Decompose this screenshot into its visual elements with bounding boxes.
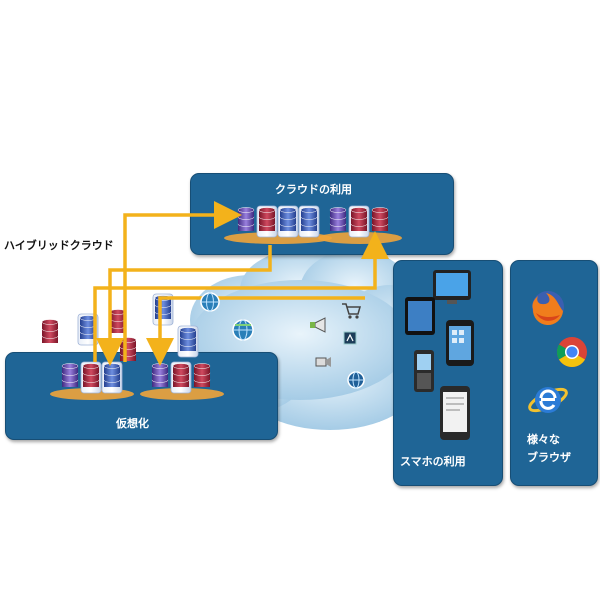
server-stack-icon (237, 207, 255, 231)
hybrid-cloud-label: ハイブリッドクラウド (4, 239, 114, 252)
globe-icon (232, 319, 254, 341)
internet-explorer-icon (528, 387, 568, 413)
video-camera-icon (315, 357, 331, 367)
chrome-icon (556, 337, 587, 368)
globe-icon (200, 292, 220, 312)
server-stack-icon (119, 337, 137, 361)
server-stack-icon (41, 319, 59, 343)
megaphone-icon (310, 317, 326, 333)
arrow-internet-in (146, 296, 365, 366)
server-stack-icon (256, 205, 278, 238)
server-stack-icon (329, 207, 347, 231)
arrow-hybrid-top (93, 231, 389, 362)
server-stack-icon (80, 361, 102, 394)
server-stack-icon (177, 325, 199, 358)
server-stack-icon (348, 205, 370, 238)
server-stack-icon (151, 363, 169, 387)
virtualization-panel: 仮想化 (5, 352, 278, 440)
document-icon (343, 331, 357, 345)
smartphone-icon (414, 350, 434, 392)
shopping-cart-icon (342, 303, 361, 319)
firefox-icon (532, 291, 564, 326)
smartphone-usage-label: スマホの利用 (400, 455, 466, 468)
browsers-label-line1: 様々な (527, 433, 560, 446)
globe-icon (347, 371, 365, 389)
server-stack-icon (193, 363, 211, 387)
browsers-label-line2: ブラウザ (527, 451, 571, 464)
virtualization-label: 仮想化 (116, 417, 149, 430)
arrow-hybrid-left (123, 201, 242, 362)
tablet-icon (405, 297, 435, 335)
server-stack-icon (298, 205, 320, 238)
cloud-usage-label: クラウドの利用 (275, 183, 352, 196)
tablet-icon (433, 270, 471, 304)
server-stack-icon (61, 363, 79, 387)
server-stack-icon (101, 361, 123, 394)
smartphone-icon (440, 386, 470, 440)
smartphone-icon (446, 320, 474, 366)
server-stack-icon (170, 361, 192, 394)
connection-arrows (93, 201, 389, 366)
arrow-cloud-down (96, 245, 272, 366)
server-stack-icon (371, 207, 389, 231)
server-platform (140, 388, 224, 400)
server-stack-icon (277, 205, 299, 238)
server-stack-icon (77, 313, 99, 346)
